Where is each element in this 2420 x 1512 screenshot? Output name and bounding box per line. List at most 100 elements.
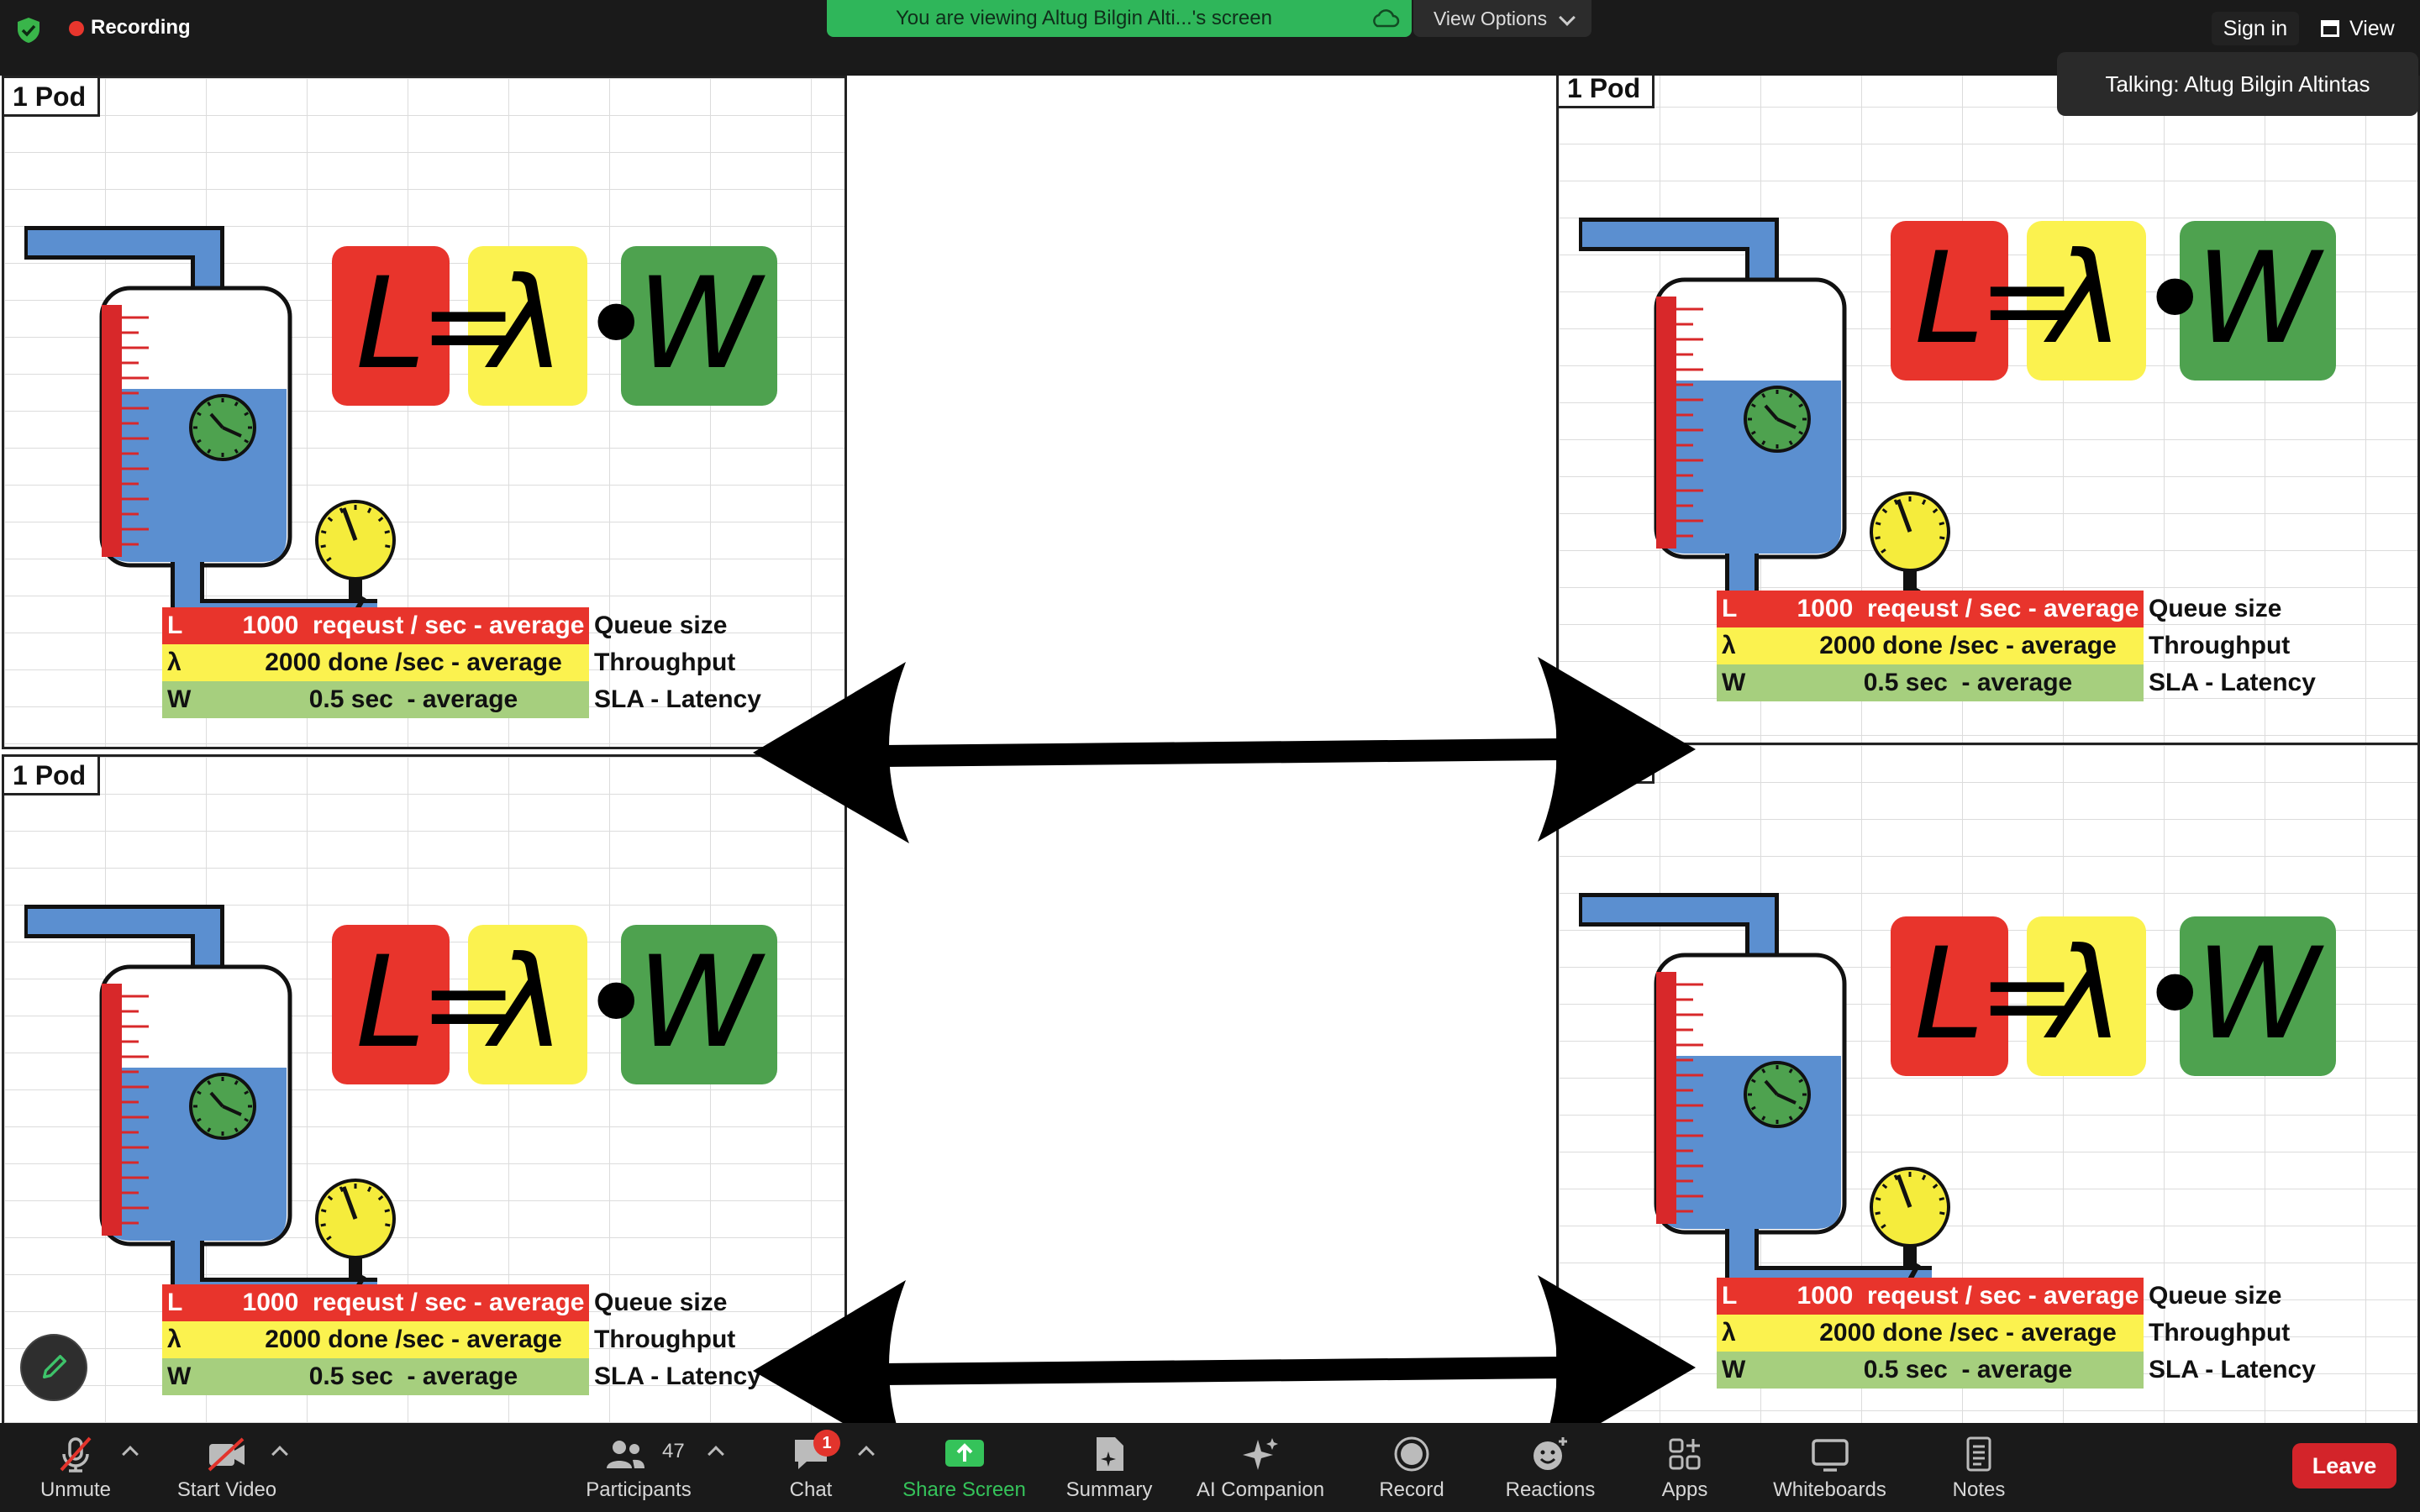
- metrics-symbol-cell: L: [162, 607, 238, 644]
- metrics-symbol-cell: W: [162, 681, 238, 718]
- metrics-name-cell: Throughput: [594, 1326, 736, 1353]
- metrics-value-cell: 1000 reqeust / sec - average: [238, 1284, 589, 1321]
- metrics-value-cell: 0.5 sec - average: [238, 1358, 589, 1395]
- formula-W-letter: W: [2195, 226, 2321, 372]
- apps-button[interactable]: Apps: [1639, 1423, 1731, 1512]
- metrics-value-cell: 2000 done /sec - average: [238, 1321, 589, 1358]
- formula-W-letter: W: [636, 251, 762, 397]
- apps-grid-icon: [1669, 1438, 1701, 1470]
- meeting-controls-toolbar: Unmute Start Video Participants 47 Chat …: [0, 1423, 2420, 1512]
- metrics-symbol-cell: λ: [1717, 1315, 1792, 1352]
- participants-caret-icon[interactable]: [708, 1446, 724, 1462]
- start-video-button[interactable]: Start Video: [168, 1423, 286, 1512]
- pod-label: 1 Pod: [1559, 76, 1655, 108]
- summary-button[interactable]: Summary: [1059, 1423, 1160, 1512]
- talking-indicator: Talking: Altug Bilgin Altintas: [2057, 52, 2418, 116]
- metrics-value-cell: 0.5 sec - average: [1792, 664, 2144, 701]
- formula-W-letter: W: [2195, 921, 2321, 1068]
- double-arrows-drawing: [753, 657, 1696, 1423]
- pressure-gauge-icon: [315, 1179, 396, 1279]
- view-options-label: View Options: [1434, 8, 1548, 29]
- metrics-name-cell: SLA - Latency: [2149, 1356, 2316, 1383]
- unmute-label: Unmute: [39, 1478, 112, 1501]
- leave-button[interactable]: Leave: [2292, 1443, 2396, 1488]
- formula-L-letter: L: [1914, 226, 1985, 372]
- metrics-name-cell: SLA - Latency: [594, 1362, 761, 1390]
- microphone-muted-icon: [60, 1436, 92, 1473]
- viewing-banner-text: You are viewing Altug Bilgin Alti...'s s…: [896, 7, 1272, 29]
- reactions-button[interactable]: Reactions: [1496, 1423, 1605, 1512]
- pressure-gauge-icon: [315, 500, 396, 601]
- metrics-name-cell: Queue size: [2149, 595, 2282, 622]
- record-label: Record: [1379, 1478, 1444, 1501]
- unmute-button[interactable]: Unmute: [25, 1423, 126, 1512]
- pressure-gauge-icon: [1870, 491, 1950, 592]
- record-button[interactable]: Record: [1361, 1423, 1462, 1512]
- metrics-symbol-cell: L: [162, 1284, 238, 1321]
- notes-label: Notes: [1952, 1478, 2006, 1501]
- metrics-name-cell: Throughput: [2149, 632, 2291, 659]
- metrics-symbol-cell: L: [1717, 591, 1792, 627]
- metrics-symbol-cell: W: [1717, 664, 1792, 701]
- ai-companion-button[interactable]: AI Companion: [1185, 1423, 1336, 1512]
- meeting-top-bar: Recording You are viewing Altug Bilgin A…: [0, 0, 2420, 76]
- formula-W-box: [2180, 916, 2336, 1076]
- queue-tank-illustration: [1579, 218, 1950, 624]
- notes-button[interactable]: Notes: [1933, 1423, 2025, 1512]
- metrics-symbol-cell: λ: [1717, 627, 1792, 664]
- formula-lambda-box: [468, 246, 587, 406]
- summary-document-icon: [1097, 1437, 1123, 1471]
- view-grid-icon: [2321, 20, 2339, 37]
- reactions-label: Reactions: [1505, 1478, 1596, 1501]
- metrics-symbol-cell: W: [1717, 1352, 1792, 1389]
- chat-unread-badge: 1: [813, 1430, 840, 1457]
- annotate-pencil-button[interactable]: [20, 1334, 87, 1401]
- metrics-symbol-cell: W: [162, 1358, 238, 1395]
- metrics-name-cell: SLA - Latency: [2149, 669, 2316, 696]
- reactions-smiley-icon: [1534, 1437, 1567, 1470]
- queue-tank-illustration: [24, 905, 396, 1311]
- metrics-symbol-cell: L: [1717, 1278, 1792, 1315]
- sign-in-button[interactable]: Sign in: [2212, 12, 2299, 45]
- metrics-name-cell: SLA - Latency: [594, 685, 761, 713]
- chat-button[interactable]: Chat: [760, 1423, 861, 1512]
- view-options-button[interactable]: View Options: [1413, 0, 1591, 37]
- recording-label[interactable]: Recording: [91, 16, 191, 39]
- start-video-label: Start Video: [176, 1478, 277, 1501]
- share-screen-button[interactable]: Share Screen: [891, 1423, 1038, 1512]
- formula-L-box: [1891, 916, 2008, 1076]
- whiteboards-button[interactable]: Whiteboards: [1760, 1423, 1899, 1512]
- viewing-screen-banner: You are viewing Altug Bilgin Alti...'s s…: [827, 0, 1412, 37]
- video-off-icon: [208, 1437, 245, 1472]
- formula-L-box: [332, 246, 450, 406]
- shield-check-icon[interactable]: [13, 15, 44, 45]
- arrow-bottom-double-arrow-icon: [753, 1275, 1696, 1423]
- metrics-value-cell: 1000 reqeust / sec - average: [1792, 1278, 2144, 1315]
- chat-label: Chat: [789, 1478, 833, 1501]
- metrics-symbol-cell: λ: [162, 1321, 238, 1358]
- metrics-value-cell: 0.5 sec - average: [238, 681, 589, 718]
- ai-companion-label: AI Companion: [1196, 1478, 1325, 1501]
- formula-L-letter: L: [355, 251, 426, 397]
- participants-button[interactable]: Participants: [571, 1423, 706, 1512]
- view-button[interactable]: View: [2307, 12, 2412, 45]
- formula-W-letter: W: [636, 930, 762, 1076]
- formula-lambda-letter: λ: [2049, 226, 2124, 372]
- arrow-top-double-arrow-icon: [753, 657, 1696, 843]
- formula-L-letter: L: [1914, 921, 1985, 1068]
- share-screen-label: Share Screen: [902, 1478, 1026, 1501]
- pod-label: 1 Pod: [4, 78, 101, 117]
- pencil-icon: [42, 1355, 66, 1379]
